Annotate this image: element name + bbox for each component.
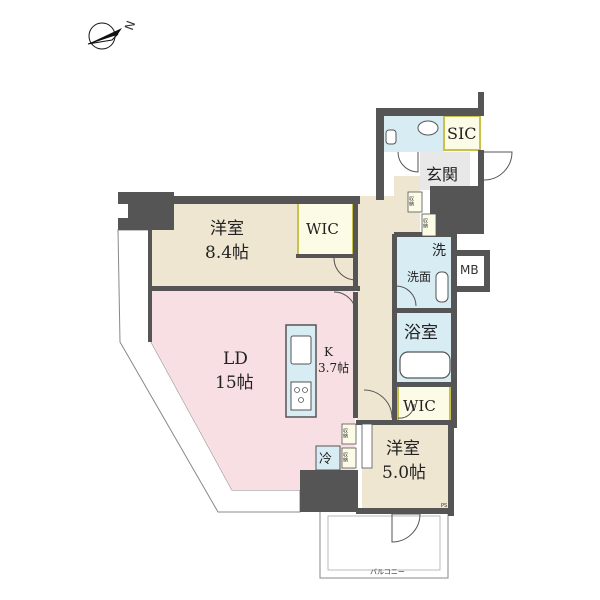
storage-label-3: 収納 [342, 427, 348, 439]
western-room-1-size: 8.4帖 [205, 243, 249, 263]
western-room-1-name: 洋室 [210, 219, 244, 239]
washroom-label: 洗面 [407, 270, 431, 284]
kitchen-name: K [324, 345, 334, 359]
storage-label-4: 収納 [342, 451, 348, 463]
bathroom-label: 浴室 [404, 323, 438, 343]
walls [118, 92, 490, 516]
toilet-icon [385, 120, 439, 145]
balcony: バルコニー [319, 509, 449, 579]
fridge-label: 冷 [319, 452, 332, 467]
western-room-2-size: 5.0帖 [382, 463, 426, 483]
entrance-floor [420, 152, 470, 190]
ld-size: 15帖 [215, 373, 254, 393]
bathtub-icon [399, 351, 451, 379]
sic [443, 115, 481, 151]
storage-closets [341, 191, 437, 469]
wic-2 [397, 385, 451, 425]
wic-1 [297, 202, 354, 256]
north-arrow-icon: N [87, 19, 138, 50]
kitchen-counter [285, 324, 317, 418]
laundry-floor [395, 236, 451, 262]
storage-label-1: 収納 [408, 195, 414, 207]
balcony-label: バルコニー [370, 568, 405, 576]
doors [333, 151, 513, 543]
north-label: N [122, 19, 138, 32]
wic-1-label: WIC [306, 220, 339, 238]
wic-2-label: WIC [403, 397, 436, 415]
western-room-2-floor [362, 424, 452, 510]
laundry-label: 洗 [432, 243, 446, 259]
mb-label: MB [460, 263, 479, 277]
western-room-2-name: 洋室 [386, 439, 420, 459]
entrance-label: 玄関 [426, 165, 458, 184]
sic-label: SIC [447, 124, 477, 143]
storage-label-2: 収納 [422, 217, 428, 229]
ps-label: PS [441, 503, 447, 509]
fridge-icon [315, 445, 341, 471]
hallway-floor [357, 196, 397, 422]
washbasin-icon [435, 271, 449, 303]
kitchen-size: 3.7帖 [318, 360, 349, 375]
ld-name: LD [223, 349, 248, 369]
